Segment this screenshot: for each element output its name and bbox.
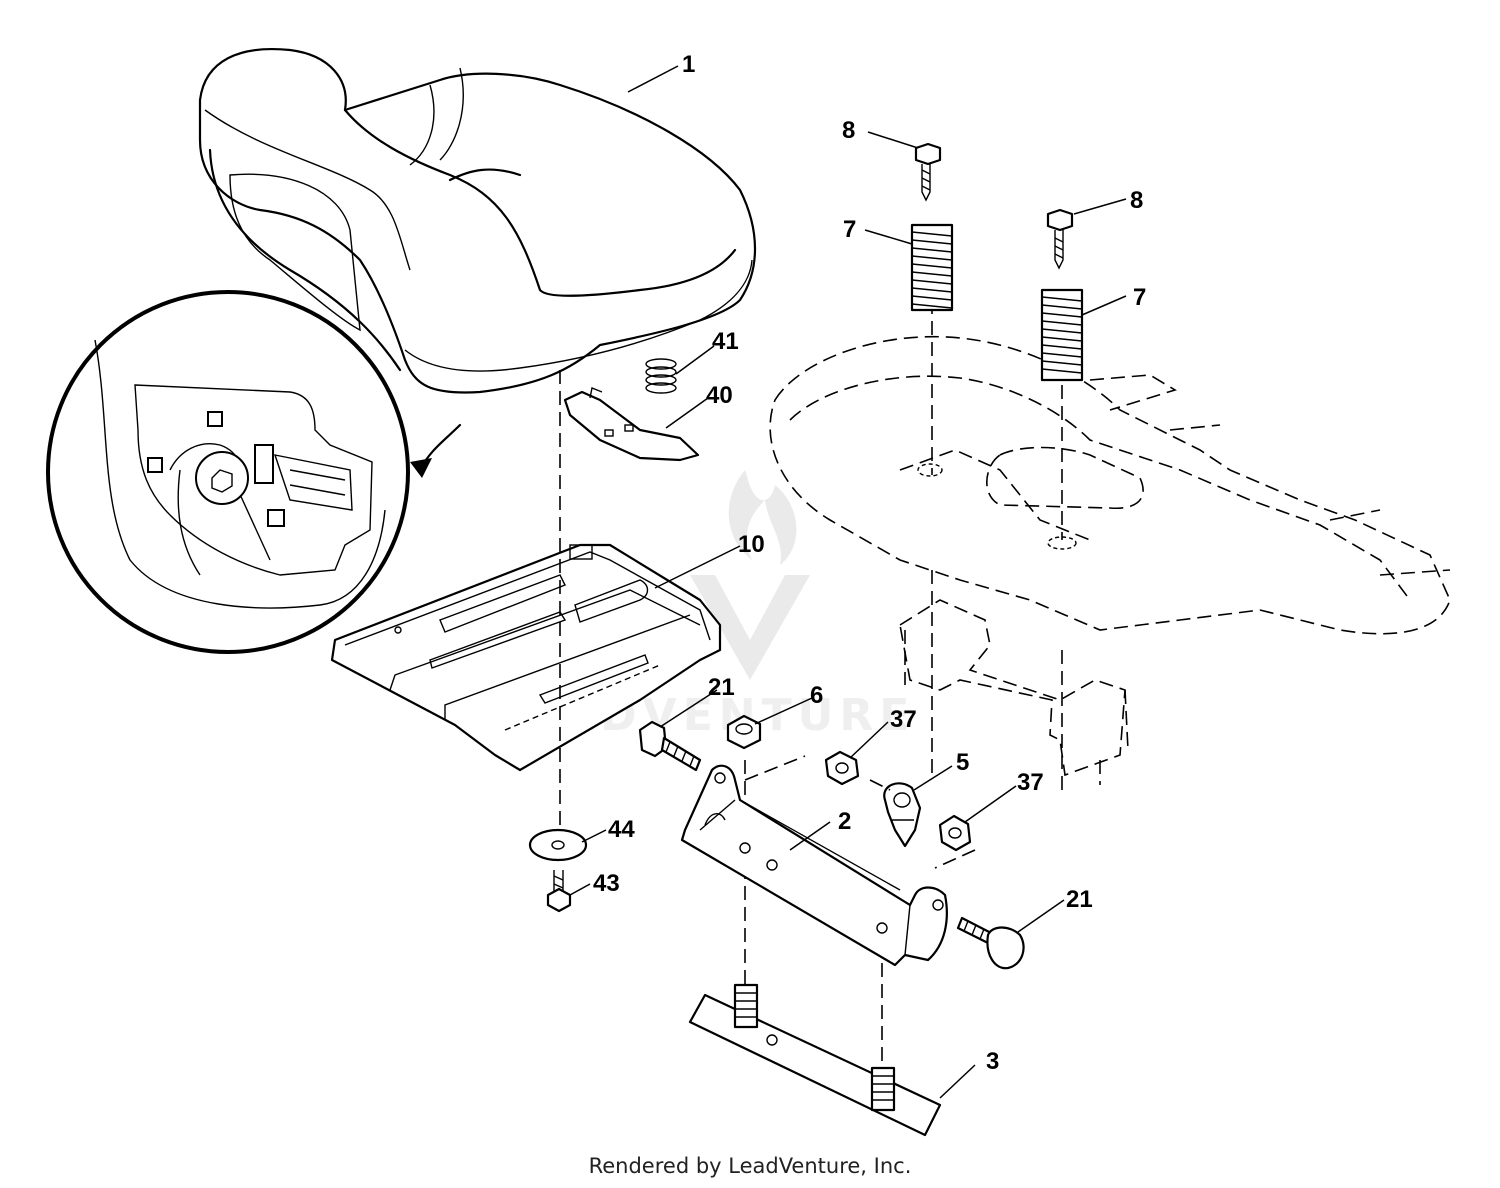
part-frame-outline [769,335,1451,785]
part-bolt-8a [914,142,942,202]
part-seat-pan [330,543,722,772]
part-clip-5 [883,782,922,848]
callout-8a: 8 [842,117,855,144]
callout-2: 2 [838,808,851,835]
part-bracket-40 [563,387,700,462]
part-seat [198,48,756,394]
callout-43: 43 [593,870,620,897]
assembly-axes [559,300,1063,1065]
part-base-plate [688,983,942,1137]
part-spring-7b [1040,288,1084,382]
callout-5: 5 [956,749,969,776]
part-bolt-21a [638,720,702,772]
part-spring-7a [910,223,954,312]
callout-37a: 37 [890,706,917,733]
callout-37b: 37 [1017,769,1044,796]
part-nut-37a [824,750,860,786]
part-bolt-8b [1046,208,1074,270]
callout-21a: 21 [708,674,735,701]
callout-10: 10 [738,531,765,558]
part-bolt-43 [546,870,572,913]
leader-lines [569,65,1127,1099]
callout-7a: 7 [843,216,856,243]
part-washer-44 [528,828,588,862]
detail-inset [46,290,462,654]
callout-1: 1 [682,51,695,78]
part-nut-37b [938,814,972,852]
callout-6: 6 [810,682,823,709]
callout-40: 40 [706,382,733,409]
callout-44: 44 [608,816,635,843]
callout-7b: 7 [1133,284,1146,311]
part-spring-41 [645,358,677,394]
footer-credit: Rendered by LeadVenture, Inc. [588,1154,912,1178]
part-nut-6 [726,714,762,750]
callout-3: 3 [986,1048,999,1075]
callouts: 1 8 8 7 7 41 40 10 21 6 37 5 37 2 44 43 … [593,51,1146,1075]
part-bolt-21b [956,916,1025,970]
callout-41: 41 [712,328,739,355]
callout-8b: 8 [1130,187,1143,214]
part-mount-bracket [680,764,948,967]
callout-21b: 21 [1066,886,1093,913]
